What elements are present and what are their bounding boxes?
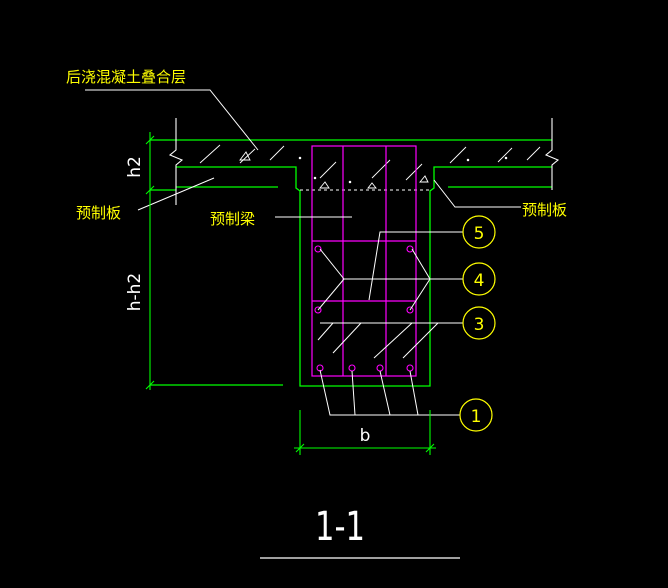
callout-circle-4: 4 xyxy=(462,262,496,296)
callout-circle-5: 5 xyxy=(462,215,496,249)
dimension-lines xyxy=(145,132,436,455)
label-precast-slab-right: 预制板 xyxy=(522,201,567,219)
label-precast-beam: 预制梁 xyxy=(210,210,255,228)
callout-circle-1: 1 xyxy=(459,398,493,432)
dimension-b: b xyxy=(360,426,371,446)
concrete-outline xyxy=(150,139,552,387)
label-topping-layer: 后浇混凝土叠合层 xyxy=(66,68,186,86)
callout-label-4: 4 xyxy=(474,271,485,291)
dimension-h-minus-h2: h-h2 xyxy=(125,273,145,312)
rebar-bars xyxy=(314,245,414,372)
label-precast-slab-left: 预制板 xyxy=(76,204,121,222)
callout-circle-3: 3 xyxy=(462,306,496,340)
leader-lines xyxy=(85,89,521,416)
dimension-h2: h2 xyxy=(125,156,145,178)
section-title: 1-1 xyxy=(315,504,365,550)
rebar-cage xyxy=(311,145,417,377)
break-lines xyxy=(168,118,560,205)
callout-label-5: 5 xyxy=(474,224,485,244)
callout-label-1: 1 xyxy=(471,407,482,427)
concrete-hatch xyxy=(199,144,541,189)
callout-label-3: 3 xyxy=(474,315,485,335)
